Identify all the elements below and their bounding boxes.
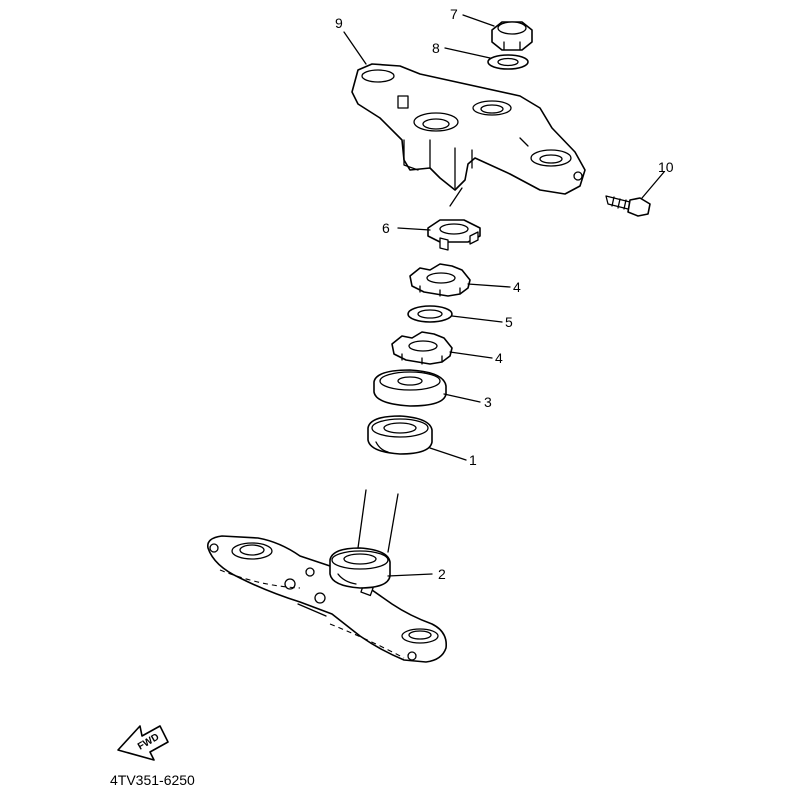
- callout-6: 6: [382, 220, 390, 236]
- bearing-cover-part: [373, 369, 447, 407]
- lower-bracket-part: [206, 535, 448, 663]
- part-code: 4TV351-6250: [110, 772, 195, 788]
- leader-1: [429, 447, 467, 461]
- leader-4a: [467, 283, 511, 288]
- pinch-bolt-part: [605, 195, 651, 217]
- callout-8: 8: [432, 40, 440, 56]
- callout-labels: 9 7 8 10 6 4 5 4 3 1 2: [335, 6, 674, 582]
- callout-10: 10: [658, 159, 674, 175]
- leader-6: [397, 227, 431, 231]
- leader-lines: [343, 14, 665, 577]
- leader-10: [641, 171, 665, 199]
- lower-bearing-part: [329, 547, 391, 589]
- leader-9: [343, 31, 367, 65]
- upper-bracket-part: [351, 63, 586, 207]
- leader-3: [443, 393, 481, 403]
- lock-washer-part: [427, 219, 481, 251]
- callout-9: 9: [335, 15, 343, 31]
- leader-4b: [449, 351, 493, 359]
- forward-arrow-icon: FWD: [117, 725, 169, 761]
- steering-stem-part: [357, 489, 399, 553]
- callout-2: 2: [438, 566, 446, 582]
- callout-4-lower: 4: [495, 350, 503, 366]
- ring-nut-lower-part: [391, 331, 453, 365]
- callout-5: 5: [505, 314, 513, 330]
- callout-7: 7: [450, 6, 458, 22]
- leader-2: [387, 573, 433, 577]
- rubber-washer-part: [407, 305, 453, 323]
- leader-8: [444, 47, 491, 59]
- steering-nut-part: [491, 21, 533, 51]
- callout-1: 1: [469, 452, 477, 468]
- washer-part: [487, 54, 529, 70]
- upper-bearing-part: [367, 415, 433, 455]
- leader-7: [462, 14, 495, 27]
- ring-nut-upper-part: [409, 263, 471, 297]
- callout-3: 3: [484, 394, 492, 410]
- leader-5: [451, 315, 503, 323]
- callout-4-upper: 4: [513, 279, 521, 295]
